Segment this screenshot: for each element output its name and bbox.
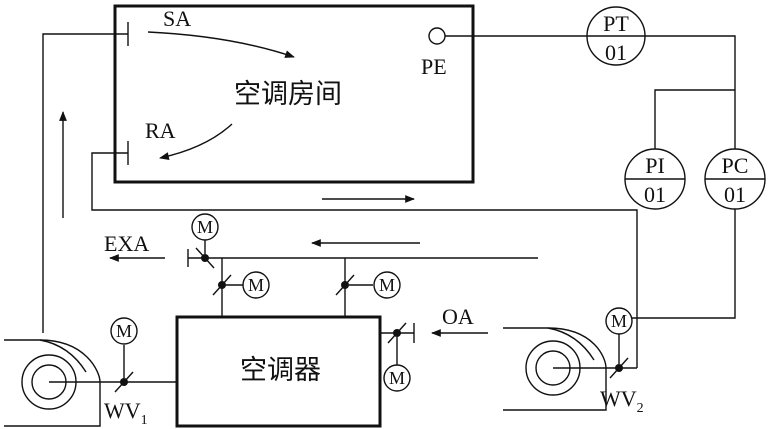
exhaust-damper-motor: M xyxy=(191,213,219,241)
supply-duct xyxy=(42,33,128,333)
wv1-label: WV1 xyxy=(104,398,148,428)
motor-label: M xyxy=(611,311,627,331)
ahu-label: 空调器 xyxy=(240,355,321,386)
oa-label: OA xyxy=(442,304,474,329)
pi-top-label: PI xyxy=(645,153,665,178)
pc-top-label: PC xyxy=(722,153,749,178)
supply-fan-icon xyxy=(4,339,101,427)
exhaust-damper-blade xyxy=(195,247,215,269)
pt-top-label: PT xyxy=(603,11,629,36)
pt-bottom-label: 01 xyxy=(605,40,627,65)
ahu-box xyxy=(175,315,382,428)
return-fan-icon xyxy=(503,327,607,411)
pc-bottom-label: 01 xyxy=(724,182,746,207)
right-branch-damper-blade xyxy=(335,274,355,296)
wv2-label: WV2 xyxy=(600,386,644,416)
left-branch-motor: M xyxy=(242,271,270,299)
pt-to-pc-line xyxy=(645,35,736,149)
oa-damper-motor: M xyxy=(383,364,411,392)
room-label: 空调房间 xyxy=(234,79,342,110)
wv2-blade xyxy=(609,357,629,379)
right-branch-motor: M xyxy=(373,271,401,299)
motor-label: M xyxy=(248,275,264,295)
motor-label: M xyxy=(379,275,395,295)
instrument-pi01: PI 01 xyxy=(624,148,686,210)
instrument-pt01: PT 01 xyxy=(586,6,646,66)
exa-label: EXA xyxy=(104,231,149,256)
instrument-pc01: PC 01 xyxy=(704,148,766,210)
left-branch-damper-blade xyxy=(212,274,232,296)
room-box xyxy=(113,4,475,184)
oa-damper-blade xyxy=(387,322,407,344)
motor-label: M xyxy=(197,217,213,237)
wv1-blade xyxy=(114,371,134,393)
pc-output-line xyxy=(632,209,736,319)
pe-sensor xyxy=(428,27,446,45)
pi-branch-line xyxy=(654,89,735,149)
motor-label: M xyxy=(389,368,405,388)
motor-label: M xyxy=(116,321,132,341)
pe-label: PE xyxy=(421,54,447,79)
sa-flow-arrow xyxy=(147,31,295,58)
wv1-motor: M xyxy=(110,317,138,345)
ra-label: RA xyxy=(145,118,176,143)
wv2-motor: M xyxy=(605,307,633,335)
ra-flow-arrow xyxy=(159,123,233,160)
pi-bottom-label: 01 xyxy=(644,182,666,207)
return-duct xyxy=(91,152,638,355)
sa-label: SA xyxy=(163,6,191,31)
